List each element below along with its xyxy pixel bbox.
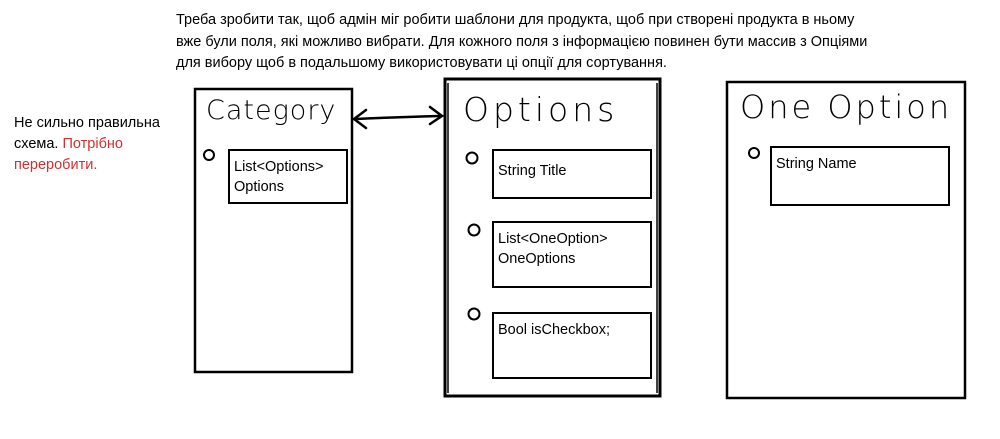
category-field-bullet — [203, 149, 215, 161]
description-line-2: вже були поля, які можливо вибрати. Для … — [176, 33, 868, 50]
note-text: Не сильно правильна схема. — [14, 115, 160, 152]
description-line-3: для вибору щоб в подальшому використовув… — [176, 55, 667, 71]
field-name: OneOptions — [498, 251, 576, 267]
category-box — [193, 87, 354, 374]
options-field-3-bullet — [467, 307, 481, 321]
options-field-2-bullet — [467, 223, 481, 237]
options-title: Options — [463, 90, 619, 129]
field-type: List<OneOption> — [498, 231, 608, 247]
field-text: Bool isCheckbox; — [498, 322, 611, 338]
side-note: Не сильно правильна схема. Потрібно пере… — [14, 113, 174, 176]
options-field-oneoptions: List<OneOption> OneOptions — [492, 221, 652, 288]
options-box — [443, 77, 662, 398]
description: Треба зробити так, щоб адмін міг робити … — [176, 10, 976, 75]
field-text: String Name — [776, 156, 857, 172]
options-field-ischeckbox: Bool isCheckbox; — [492, 312, 652, 379]
description-line-1: Треба зробити так, щоб адмін міг робити … — [176, 12, 855, 28]
field-name: Options — [234, 179, 284, 195]
one-option-field-bullet — [748, 147, 760, 159]
note-red-text: Потрібно переробити. — [14, 136, 123, 173]
field-text: String Title — [498, 163, 567, 179]
relation-arrow — [351, 105, 445, 130]
category-field-options: List<Options> Options — [228, 149, 348, 204]
one-option-field-name: String Name — [770, 146, 950, 206]
options-field-title: String Title — [492, 149, 652, 199]
field-type: List<Options> — [234, 159, 324, 175]
one-option-box — [725, 80, 967, 400]
options-field-1-bullet — [465, 151, 479, 165]
category-title: Category — [206, 95, 337, 126]
one-option-title: One Option — [740, 88, 953, 126]
